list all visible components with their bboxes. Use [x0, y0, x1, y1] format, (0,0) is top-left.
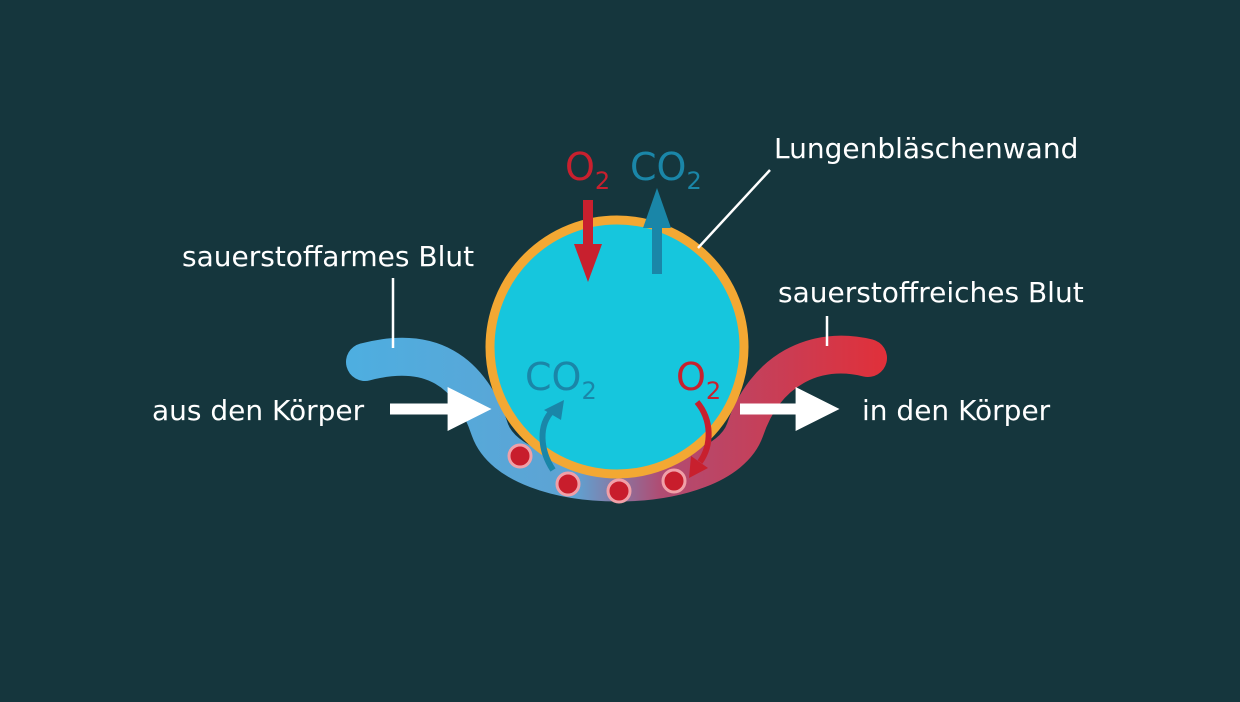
- o2-label-top: O2: [565, 145, 610, 195]
- o2-label-lower: O2: [676, 355, 721, 405]
- blood-cell: [661, 468, 687, 494]
- co2-outflow-arrow: [643, 188, 671, 274]
- blood-cell: [555, 471, 581, 497]
- wall-leader-line: [697, 169, 771, 249]
- wall-label: Lungenbläschenwand: [774, 132, 1078, 165]
- co2-label-top: CO2: [630, 145, 702, 195]
- red-blood-cells: [507, 443, 687, 504]
- o2-inflow-arrow: [574, 200, 602, 282]
- oxygenated-blood-label: sauerstoffreiches Blut: [778, 276, 1084, 309]
- co2-label-lower: CO2: [525, 355, 597, 405]
- o2-uptake-arrow: [689, 400, 712, 478]
- blood-cell: [606, 478, 632, 504]
- from-body-label: aus den Körper: [152, 394, 365, 427]
- co2-release-arrow: [539, 400, 564, 472]
- to-body-label: in den Körper: [862, 394, 1051, 427]
- blood-cell: [507, 443, 533, 469]
- deoxygenated-blood-label: sauerstoffarmes Blut: [182, 240, 474, 273]
